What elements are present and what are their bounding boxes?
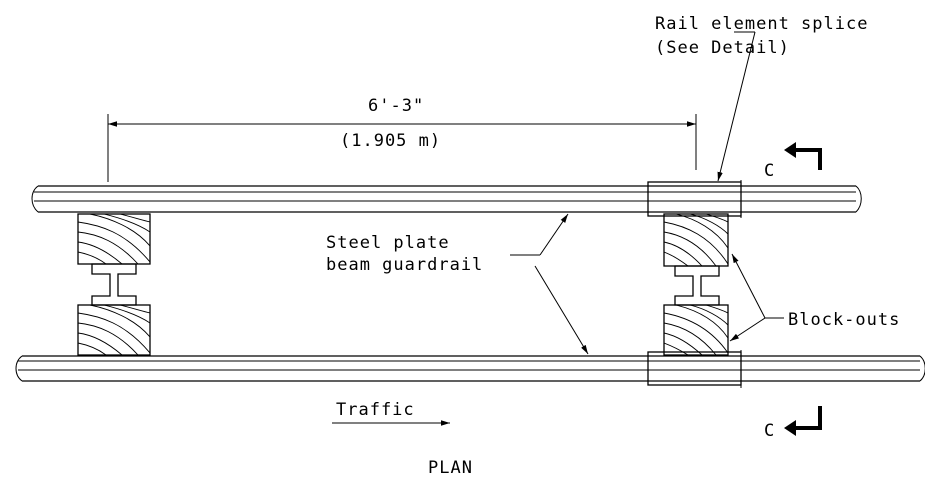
top-rail-splice: [647, 180, 742, 218]
splice-label-line1: Rail element splice: [655, 14, 868, 34]
blockouts-label: Block-outs: [788, 310, 900, 330]
traffic-label: Traffic: [336, 400, 415, 420]
guardrail-label-line1: Steel plate: [326, 233, 450, 253]
top-guardrail-beam: [31, 185, 862, 213]
right-post: [663, 213, 729, 356]
dimension-line: [107, 114, 697, 182]
section-marker-top: C: [764, 161, 775, 181]
section-arrow-top: [784, 142, 822, 170]
bottom-guardrail-beam: [15, 355, 925, 382]
view-title: PLAN: [428, 458, 473, 478]
guardrail-label-line2: beam guardrail: [326, 255, 483, 275]
dimension-imperial: 6'-3": [368, 96, 424, 116]
splice-label-line2: (See Detail): [655, 38, 790, 58]
blockouts-leaders: [729, 253, 784, 342]
left-post: [77, 213, 151, 356]
section-arrow-bottom: [784, 406, 822, 436]
splice-leader: [717, 31, 756, 182]
bottom-rail-splice: [647, 350, 742, 388]
guardrail-leaders: [510, 213, 589, 355]
dimension-metric: (1.905 m): [340, 131, 441, 151]
section-marker-bottom: C: [764, 421, 775, 441]
